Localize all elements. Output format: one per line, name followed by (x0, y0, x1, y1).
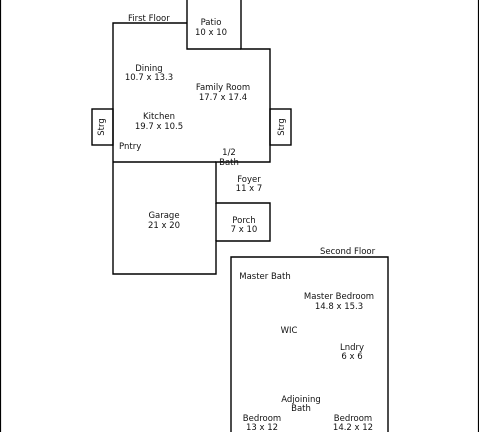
second-floor-label: Second Floor (320, 247, 376, 257)
garage-name: Garage (148, 211, 179, 221)
porch-size: 7 x 10 (231, 225, 258, 235)
first-floor-outline (112, 0, 271, 275)
bedroom-left-size: 13 x 12 (246, 423, 278, 432)
patio-name: Patio (201, 18, 222, 28)
family-room-name: Family Room (196, 83, 250, 93)
bedroom-right-name: Bedroom (334, 414, 372, 424)
kitchen-name: Kitchen (143, 112, 175, 122)
dining-name: Dining (135, 64, 162, 74)
storage-right-room (269, 108, 292, 146)
patio-walls (186, 0, 241, 50)
foyer-size: 11 x 7 (236, 184, 263, 194)
family-room-size: 17.7 x 17.4 (199, 93, 247, 103)
second-floor-outline (230, 256, 389, 432)
first-floor-label: First Floor (128, 14, 170, 24)
master-bedroom-size: 14.8 x 15.3 (315, 302, 363, 312)
dining-size: 10.7 x 13.3 (125, 73, 173, 83)
master-bedroom-name: Master Bedroom (304, 292, 374, 302)
porch-name: Porch (232, 216, 255, 226)
storage-left-room (91, 108, 114, 146)
foyer-name: Foyer (237, 175, 261, 185)
second-floor: Second Floor Master Bath Master Bedroom … (230, 247, 389, 432)
storage-right-label: Strg (277, 118, 287, 135)
adjoining-bath-line1: Adjoining (281, 395, 321, 405)
patio-size: 10 x 10 (195, 28, 227, 38)
first-floor: First Floor Patio 10 x 10 Dining 10.7 x … (91, 0, 292, 275)
bedroom-left-name: Bedroom (243, 414, 281, 424)
adjoining-bath-line2: Bath (291, 404, 311, 414)
kitchen-size: 19.7 x 10.5 (135, 122, 183, 132)
garage-size: 21 x 20 (148, 221, 180, 231)
half-bath-line2: Bath (219, 158, 239, 168)
storage-left-label: Strg (97, 118, 107, 135)
half-bath-line1: 1/2 (222, 148, 236, 158)
master-bath-label: Master Bath (239, 272, 291, 282)
laundry-name: Lndry (340, 343, 364, 353)
wic-label: WIC (281, 326, 298, 336)
bedroom-right-size: 14.2 x 12 (333, 423, 373, 432)
laundry-size: 6 x 6 (341, 352, 362, 362)
pantry-label: Pntry (119, 142, 141, 152)
